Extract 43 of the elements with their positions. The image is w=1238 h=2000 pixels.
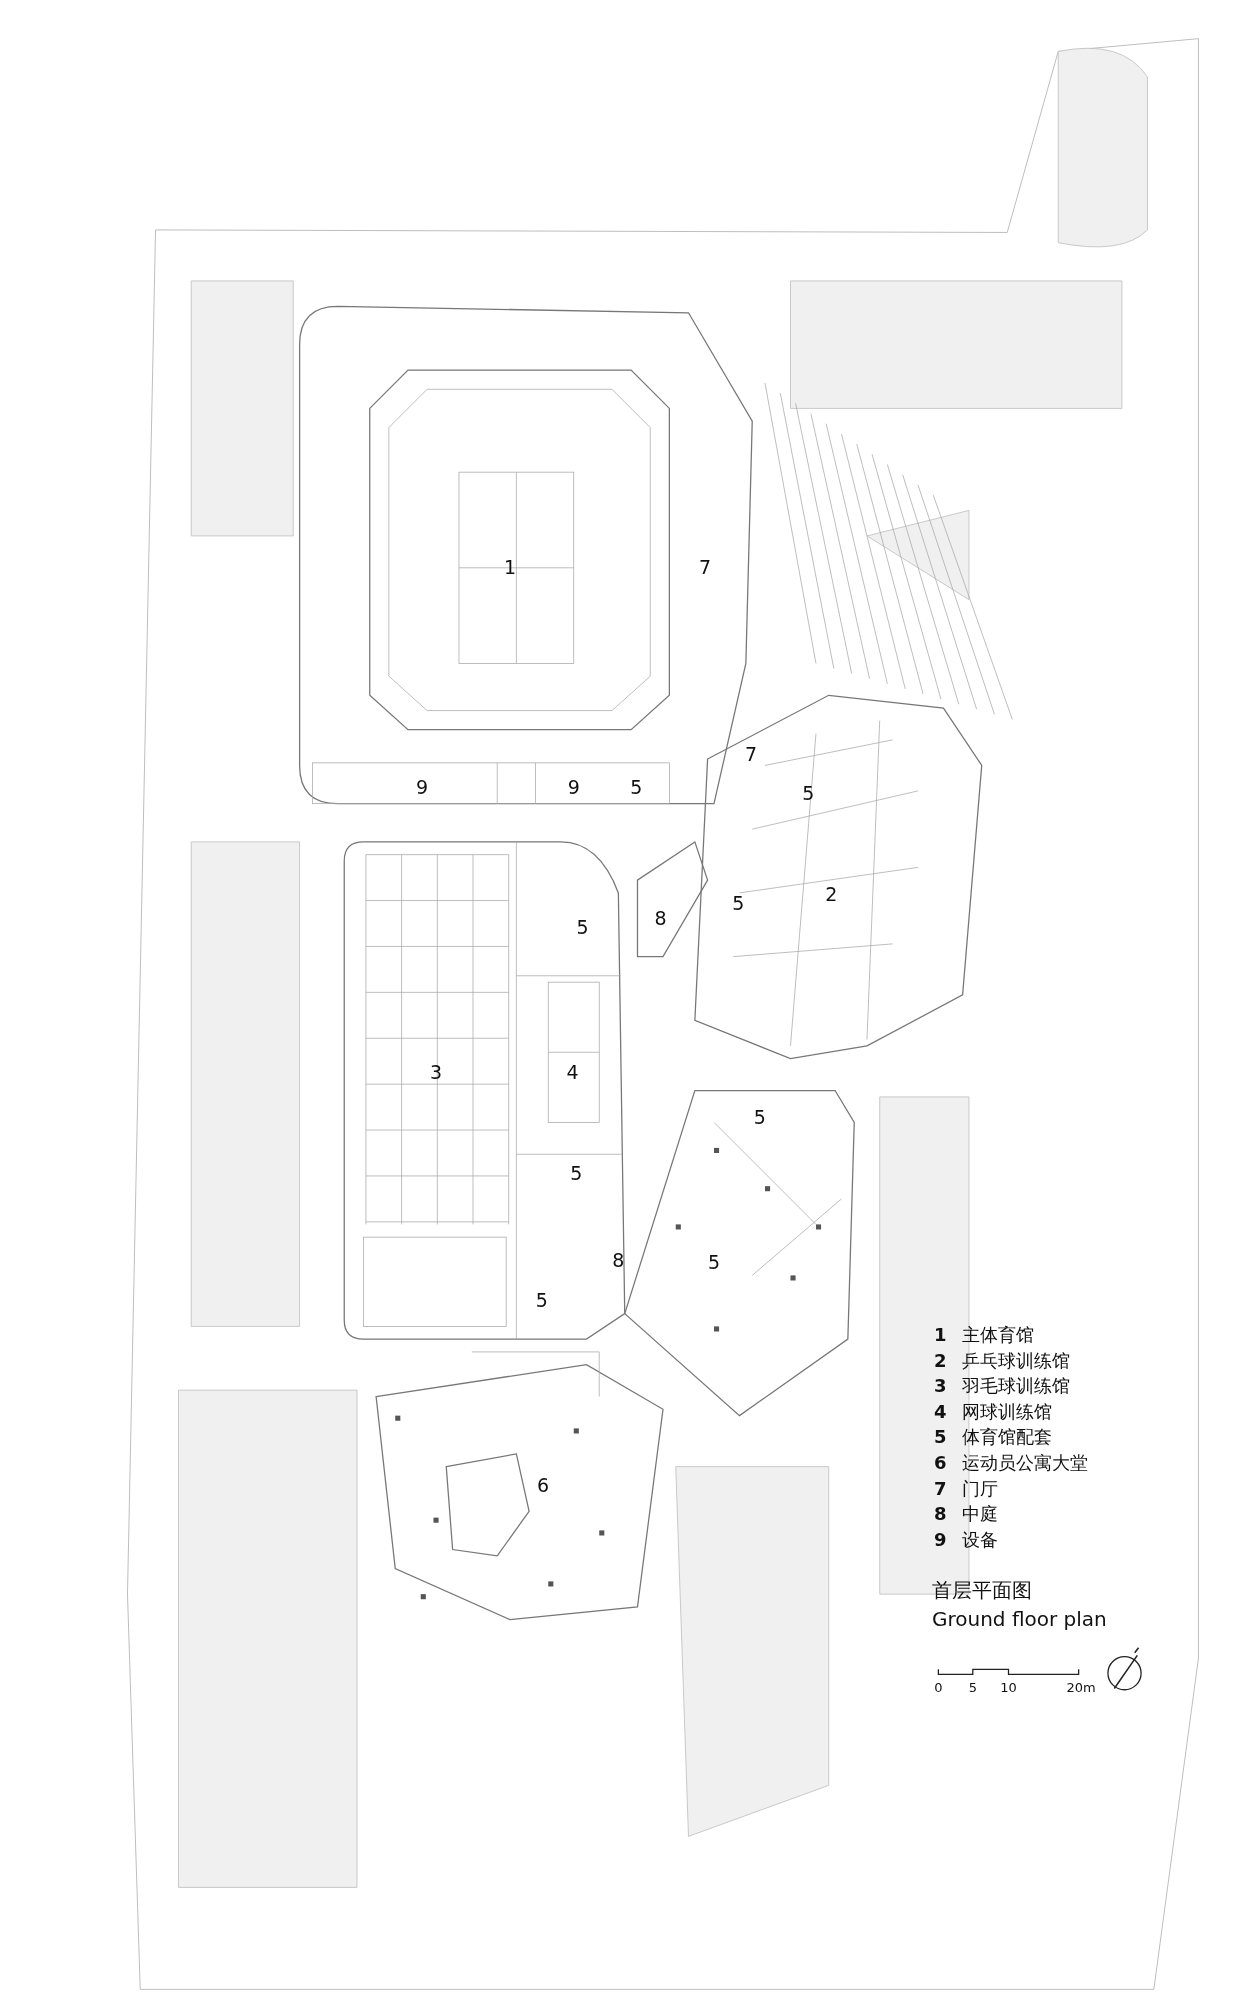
scale-label: 0 bbox=[934, 1680, 943, 1694]
legend-text: 乒乓球训练馆 bbox=[962, 1351, 1070, 1370]
scale-label: 20m bbox=[1066, 1680, 1096, 1694]
room-number: 8 bbox=[654, 908, 667, 928]
room-number: 5 bbox=[732, 893, 745, 913]
plan-caption: Ground floor plan bbox=[932, 1607, 1107, 1631]
room-number: 5 bbox=[802, 783, 815, 803]
legend-number: 6 bbox=[934, 1454, 947, 1472]
room-number: 8 bbox=[612, 1250, 625, 1270]
room-number: 1 bbox=[503, 557, 517, 577]
legend-number: 4 bbox=[934, 1402, 947, 1421]
legend-text: 中庭 bbox=[962, 1505, 998, 1524]
scale-label: 5 bbox=[968, 1680, 977, 1694]
plan-title: 首层平面图 bbox=[932, 1578, 1032, 1602]
room-number: 9 bbox=[567, 777, 580, 797]
room-number: 4 bbox=[566, 1062, 579, 1082]
legend-number: 8 bbox=[934, 1505, 947, 1524]
room-number: 5 bbox=[535, 1290, 548, 1310]
room-number: 7 bbox=[699, 557, 712, 577]
legend-text: 设备 bbox=[962, 1530, 998, 1549]
room-number: 2 bbox=[825, 884, 838, 904]
legend-number: 7 bbox=[934, 1479, 947, 1498]
room-number: 7 bbox=[744, 744, 757, 763]
room-number: 5 bbox=[570, 1163, 583, 1183]
legend-text: 体育馆配套 bbox=[962, 1428, 1052, 1447]
legend-text: 门厅 bbox=[962, 1479, 998, 1498]
room-number: 3 bbox=[430, 1062, 443, 1082]
legend-number: 3 bbox=[934, 1377, 947, 1396]
room-number: 5 bbox=[630, 777, 643, 797]
legend-number: 2 bbox=[934, 1351, 947, 1370]
room-number: 5 bbox=[576, 917, 589, 937]
legend-number: 5 bbox=[934, 1428, 947, 1447]
room-number: 5 bbox=[707, 1252, 721, 1272]
scale-label: 10 bbox=[1000, 1680, 1017, 1694]
legend-text: 羽毛球训练馆 bbox=[962, 1377, 1070, 1396]
room-number: 5 bbox=[753, 1107, 766, 1127]
room-number: 6 bbox=[537, 1475, 550, 1495]
legend-text: 主体育馆 bbox=[962, 1326, 1034, 1344]
legend-text: 运动员公寓大堂 bbox=[962, 1454, 1088, 1472]
legend-number: 9 bbox=[934, 1530, 947, 1549]
legend-number: 1 bbox=[934, 1326, 947, 1344]
legend-text: 网球训练馆 bbox=[962, 1402, 1052, 1421]
room-number: 9 bbox=[415, 777, 429, 797]
